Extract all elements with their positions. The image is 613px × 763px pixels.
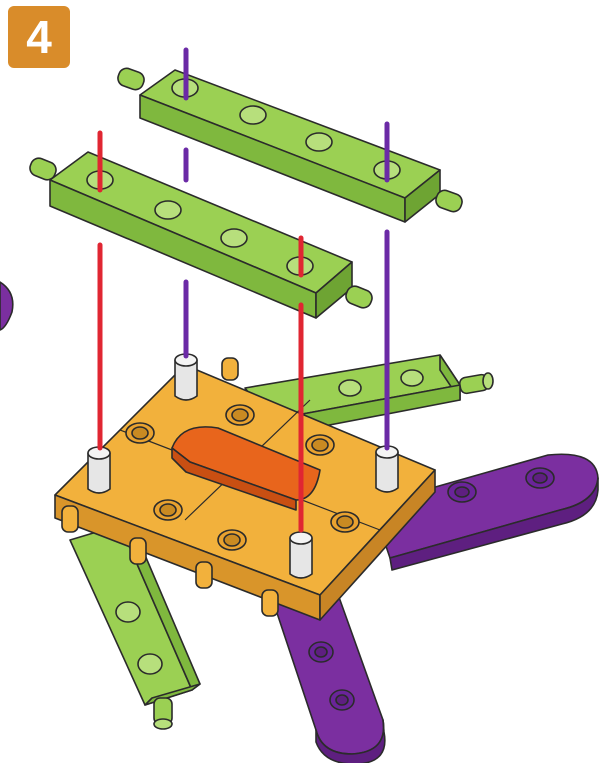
purple-arm-down bbox=[272, 586, 385, 763]
partial-purple-piece bbox=[0, 282, 13, 330]
